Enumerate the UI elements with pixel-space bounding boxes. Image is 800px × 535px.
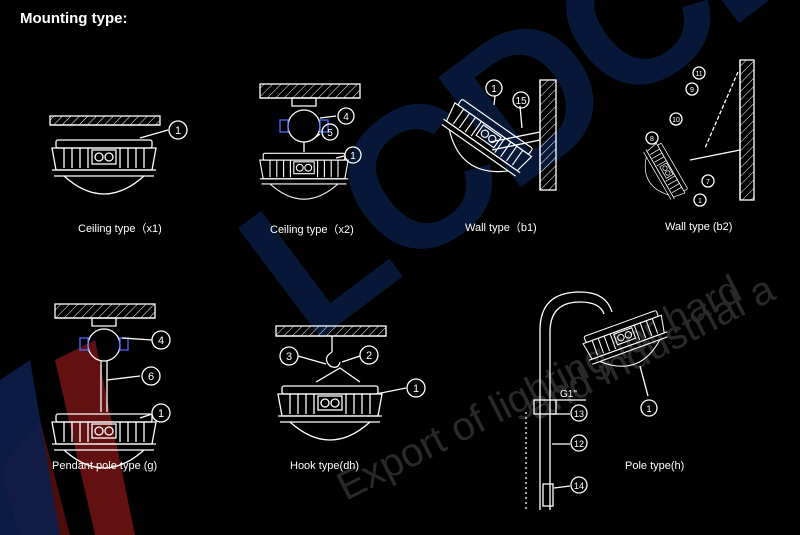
svg-text:4: 4 — [343, 112, 349, 123]
caption-wall-b2: Wall type (b2) — [665, 221, 733, 233]
hook-diagram — [275, 325, 426, 441]
callout-x1-1: 1 — [175, 125, 181, 137]
svg-text:1: 1 — [413, 383, 419, 395]
svg-text:4: 4 — [158, 335, 164, 347]
caption-ceiling-x2: Ceiling type（x2) — [270, 224, 354, 236]
svg-text:11: 11 — [695, 71, 702, 78]
svg-text:1: 1 — [646, 404, 651, 414]
svg-text:5: 5 — [327, 128, 333, 139]
wall-b1-diagram — [430, 79, 557, 192]
callout-g1: G1" — [560, 389, 577, 400]
caption-wall-b1: Wall type（b1) — [465, 222, 537, 234]
caption-pole: Pole type(h) — [625, 460, 685, 472]
svg-text:1: 1 — [491, 84, 497, 95]
svg-text:15: 15 — [515, 96, 527, 107]
svg-text:14: 14 — [574, 481, 584, 491]
svg-text:1: 1 — [698, 198, 702, 205]
svg-text:13: 13 — [574, 409, 584, 419]
ceiling-x1-diagram — [49, 115, 188, 195]
svg-text:8: 8 — [650, 136, 654, 143]
wall-b2-diagram — [634, 59, 755, 207]
caption-hook: Hook type(dh) — [290, 460, 360, 472]
svg-text:1: 1 — [158, 408, 164, 420]
svg-text:1: 1 — [350, 151, 356, 162]
caption-pendant-pole: Pendant pole type (g) — [52, 460, 158, 472]
svg-text:12: 12 — [574, 439, 584, 449]
pendant-pole-diagram — [51, 303, 171, 469]
pole-diagram — [525, 291, 675, 510]
svg-text:6: 6 — [148, 371, 154, 383]
svg-text:7: 7 — [706, 179, 710, 186]
page-title: Mounting type: — [20, 10, 128, 27]
svg-text:10: 10 — [672, 117, 680, 124]
svg-text:3: 3 — [286, 351, 292, 363]
ceiling-x2-diagram — [259, 83, 362, 200]
svg-text:9: 9 — [690, 87, 694, 94]
caption-ceiling-x1: Ceiling type（x1) — [78, 223, 162, 235]
svg-text:2: 2 — [366, 350, 372, 362]
